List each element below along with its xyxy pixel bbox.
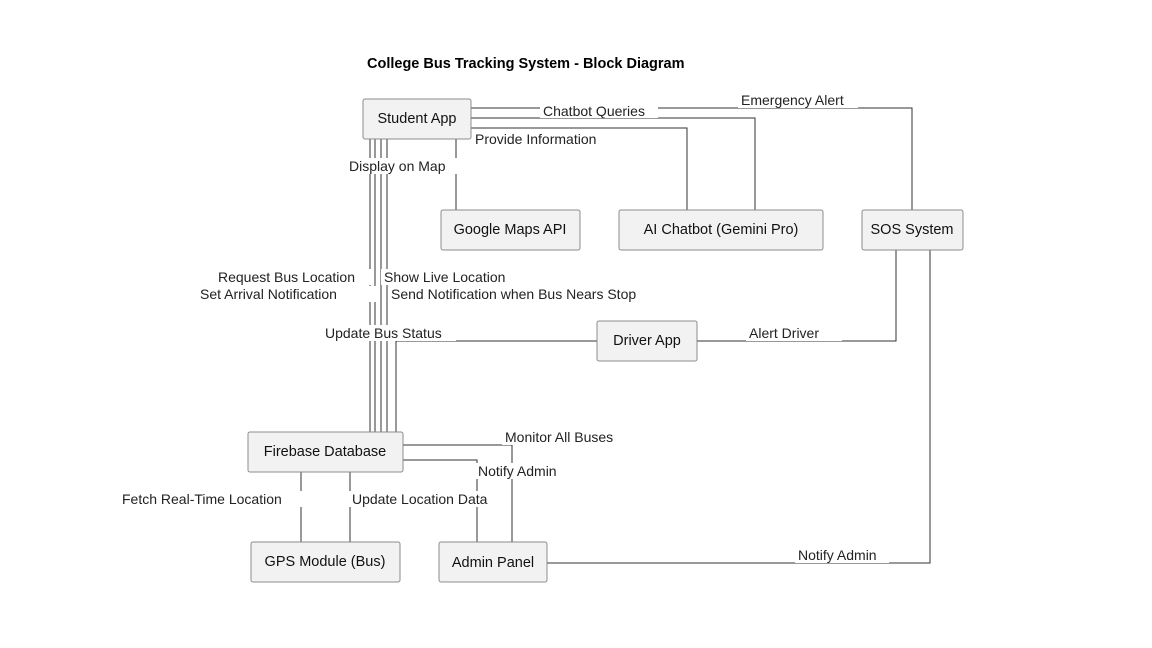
label-monitor-all-buses: Monitor All Buses [505,429,613,445]
node-sos-system-label: SOS System [871,222,954,238]
node-driver-app: Driver App [596,320,698,362]
label-set-arrival-notification: Set Arrival Notification [200,286,337,302]
edge-provide-information [471,127,688,210]
label-send-notification: Send Notification when Bus Nears Stop [391,286,636,302]
label-emergency-alert: Emergency Alert [741,92,844,108]
label-request-bus-location: Request Bus Location [218,269,355,285]
label-notify-admin-firebase: Notify Admin [478,463,557,479]
label-fetch-realtime-location: Fetch Real-Time Location [122,491,282,507]
label-display-on-map: Display on Map [349,158,446,174]
edge-notify-admin-sos [547,250,931,564]
node-google-maps-api-label: Google Maps API [454,222,567,238]
node-sos-system: SOS System [861,209,964,251]
node-firebase-database-label: Firebase Database [264,444,387,460]
label-show-live-location: Show Live Location [384,269,505,285]
diagram-title: College Bus Tracking System - Block Diag… [367,56,685,72]
label-alert-driver: Alert Driver [749,325,819,341]
node-google-maps-api: Google Maps API [440,209,581,251]
node-admin-panel: Admin Panel [438,541,548,583]
edge-notify-admin-firebase [403,459,478,542]
label-chatbot-queries: Chatbot Queries [543,103,645,119]
node-admin-panel-label: Admin Panel [452,555,534,571]
label-update-location-data: Update Location Data [352,491,488,507]
edge-update-bus-status [395,340,598,432]
node-firebase-database: Firebase Database [247,431,404,473]
label-provide-information: Provide Information [475,131,596,147]
label-update-bus-status: Update Bus Status [325,325,442,341]
node-driver-app-label: Driver App [613,333,681,349]
label-notify-admin-sos: Notify Admin [798,547,877,563]
node-gps-module-label: GPS Module (Bus) [265,554,386,570]
node-gps-module: GPS Module (Bus) [250,541,401,583]
node-student-app: Student App [362,98,472,140]
node-student-app-label: Student App [377,111,456,127]
node-ai-chatbot-label: AI Chatbot (Gemini Pro) [644,222,799,238]
edge-emergency-alert [471,107,913,210]
edge-labels: Chatbot Queries Emergency Alert Provide … [119,92,889,563]
node-ai-chatbot: AI Chatbot (Gemini Pro) [618,209,824,251]
